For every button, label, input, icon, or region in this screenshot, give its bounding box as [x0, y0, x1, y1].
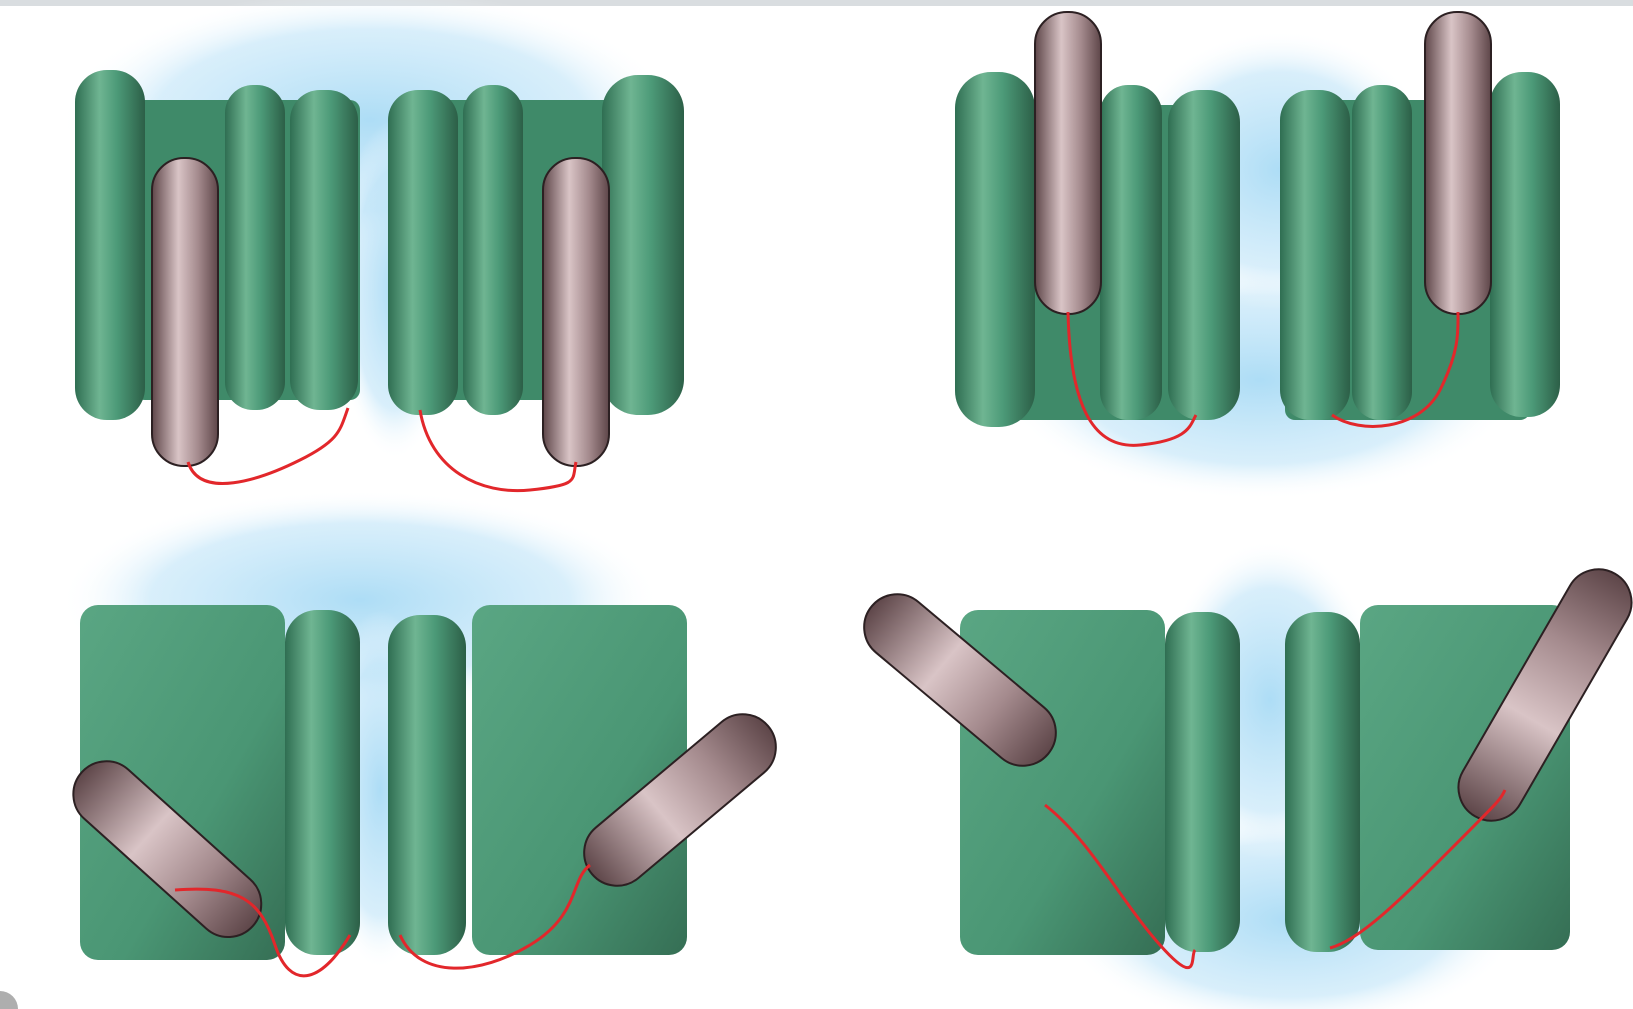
- panel-bottom-left: [60, 490, 790, 976]
- panel-bottom-right: [851, 540, 1633, 1009]
- s4-helix: [152, 158, 218, 466]
- panel-top-right: [955, 12, 1560, 500]
- s4-helix: [543, 158, 609, 466]
- s4-helix: [1035, 12, 1101, 314]
- panel-top-left: [60, 0, 684, 491]
- s4-helix: [1425, 12, 1491, 314]
